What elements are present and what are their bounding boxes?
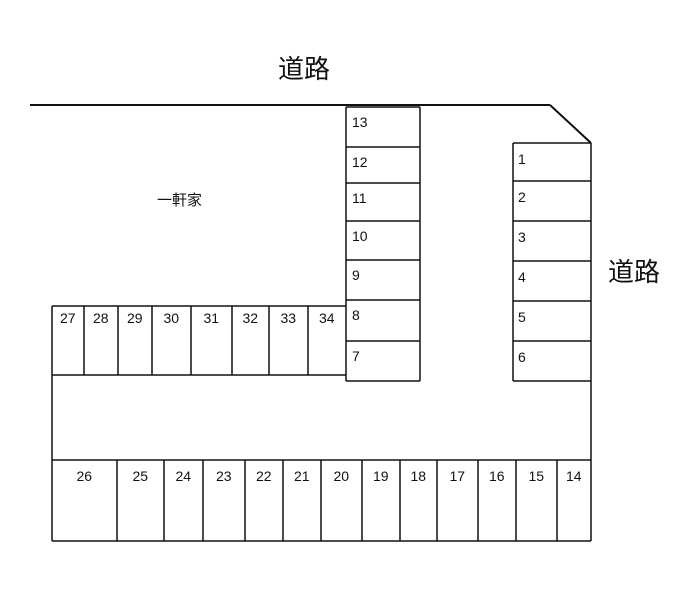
parking-space-number: 15	[529, 468, 545, 484]
parking-space-number: 10	[352, 228, 368, 244]
parking-space-number: 9	[352, 267, 360, 283]
parking-space-number: 20	[334, 468, 350, 484]
parking-space-number: 19	[373, 468, 389, 484]
parking-space-number: 25	[133, 468, 149, 484]
parking-row-left: 27 28 29 30 31 32 33 34	[52, 305, 346, 376]
parking-space-number: 13	[352, 114, 368, 130]
lot-boundary	[30, 104, 592, 542]
parking-space-number: 3	[518, 229, 526, 245]
parking-space-number: 31	[204, 310, 220, 326]
road-label-top: 道路	[278, 55, 330, 85]
parking-space-number: 5	[518, 309, 526, 325]
parking-space-number: 1	[518, 151, 526, 167]
parking-space-number: 24	[176, 468, 192, 484]
house-label: 一軒家	[157, 191, 202, 209]
parking-space-number: 16	[489, 468, 505, 484]
parking-space-number: 23	[216, 468, 232, 484]
parking-space-number: 4	[518, 269, 526, 285]
parking-space-number: 6	[518, 349, 526, 365]
parking-space-number: 7	[352, 348, 360, 364]
parking-space-number: 11	[352, 190, 367, 206]
parking-row-bottom: 26 25 24 23 22 21 20 19 18 17 16 15 14	[52, 459, 591, 541]
parking-space-number: 30	[164, 310, 180, 326]
parking-space-number: 34	[319, 310, 335, 326]
parking-space-number: 21	[294, 468, 310, 484]
parking-space-number: 29	[127, 310, 143, 326]
road-label-right: 道路	[608, 258, 660, 288]
parking-space-number: 22	[256, 468, 272, 484]
parking-column-center: 13 12 11 10 9 8 7	[345, 106, 421, 382]
parking-space-number: 17	[450, 468, 466, 484]
parking-space-number: 32	[243, 310, 259, 326]
parking-space-number: 18	[411, 468, 427, 484]
parking-space-number: 8	[352, 307, 360, 323]
parking-space-number: 2	[518, 189, 526, 205]
parking-space-number: 26	[77, 468, 93, 484]
boundary-corner	[549, 104, 592, 144]
parking-space-number: 14	[566, 468, 582, 484]
parking-space-number: 27	[60, 310, 76, 326]
parking-space-number: 12	[352, 154, 368, 170]
parking-space-number: 33	[281, 310, 297, 326]
parking-column-right: 1 2 3 4 5 6	[512, 142, 591, 382]
parking-space-number: 28	[93, 310, 109, 326]
